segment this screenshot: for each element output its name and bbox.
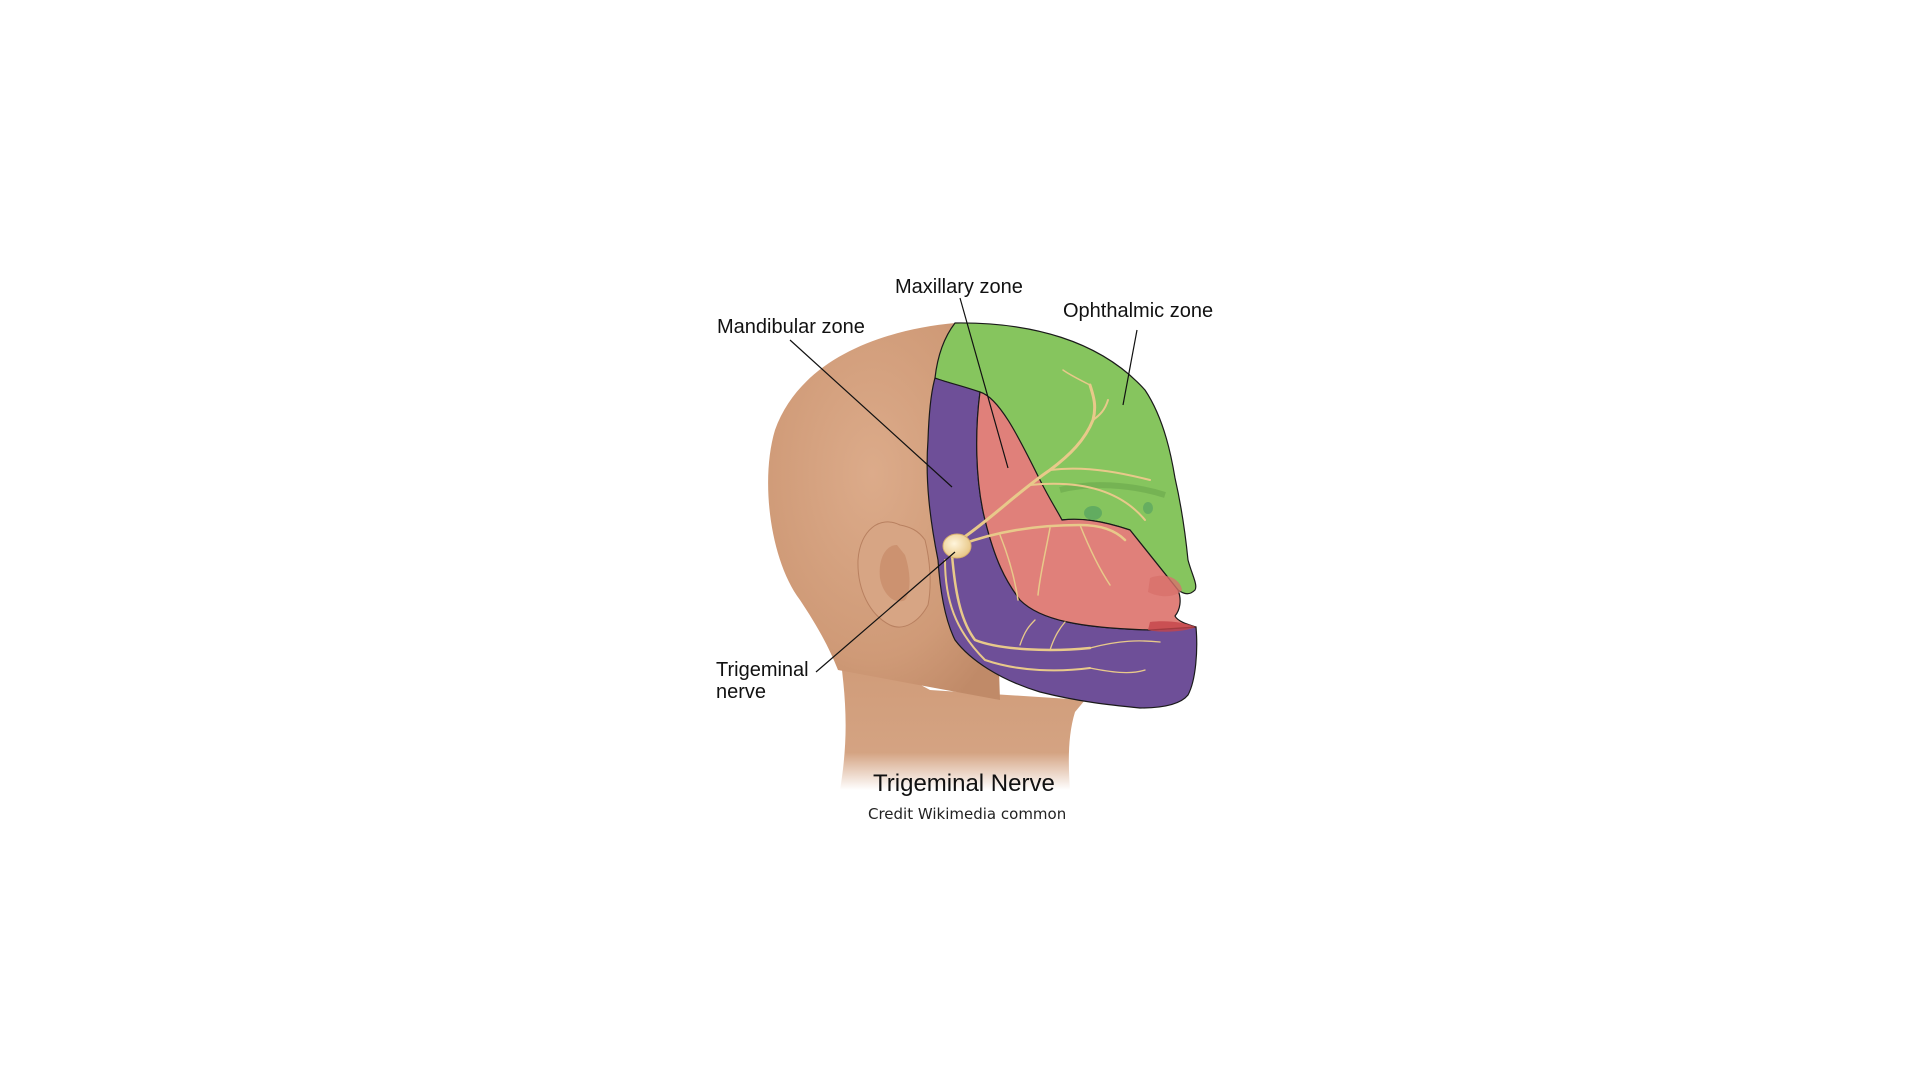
label-mandibular-zone: Mandibular zone [717,316,865,338]
label-maxillary-zone: Maxillary zone [895,276,1023,298]
maxillary-zone [976,391,1197,631]
lip [1148,621,1196,632]
label-trigeminal-nerve-line2: nerve [716,681,767,703]
leader-lines [789,297,1138,673]
eye [1084,506,1102,520]
brow [1059,482,1166,498]
leader-mandibular [789,339,953,488]
image-credit: Credit Wikimedia common [868,805,1067,823]
nerve-branches [944,369,1161,674]
leader-trigeminal [815,551,956,673]
ear-inner [879,545,910,602]
label-ophthalmic-zone: Ophthalmic zone [1063,300,1214,322]
trigeminal-ganglion [942,533,972,559]
nose [1148,575,1182,597]
leader-maxillary [959,297,1009,469]
label-trigeminal-nerve-line1: Trigeminal [716,659,809,681]
leader-ophthalmic [1122,329,1138,406]
eye-far [1143,502,1153,514]
diagram-title: Trigeminal Nerve [873,770,1055,797]
